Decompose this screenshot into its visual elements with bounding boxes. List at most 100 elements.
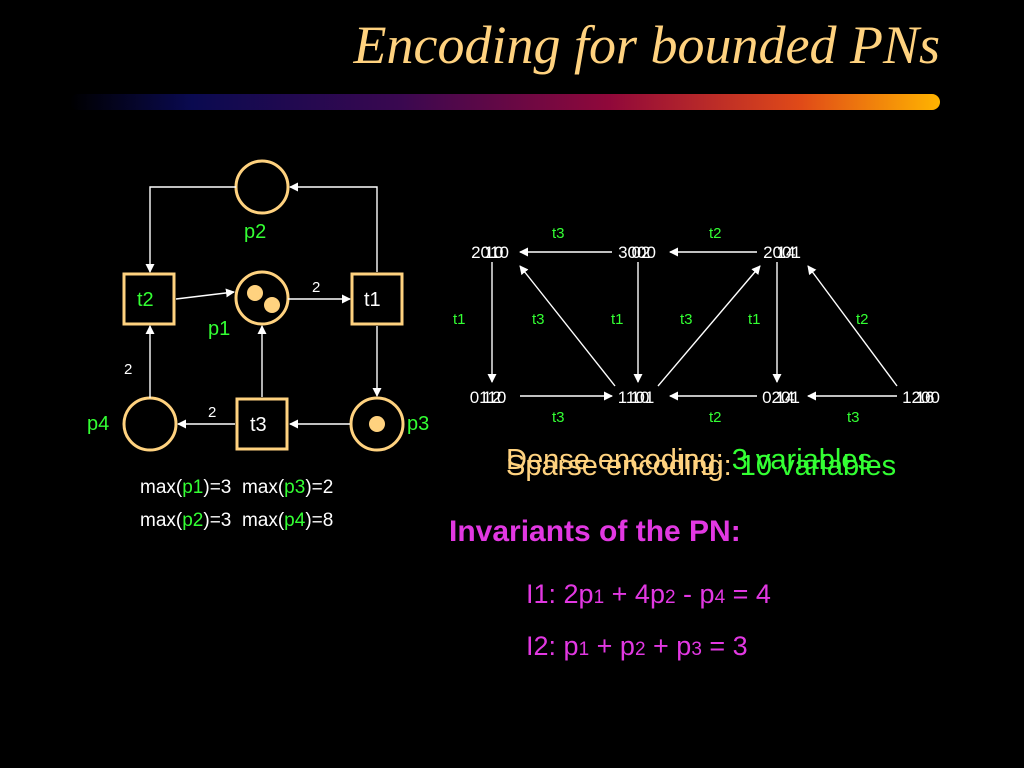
bounds-place: p2 [182,510,204,531]
invariant-subscript: 4 [714,587,726,608]
dense-encoding-value: 3 variables [731,444,872,476]
weight-p1-t1: 2 [312,279,320,296]
place-p1 [234,270,290,326]
label-p1: p1 [208,318,230,340]
bounds-text: max( [140,477,183,498]
dense-encoding-label: Dense encoding: [506,444,732,476]
edge-label-mid-6: t2 [856,311,869,328]
weight-t3-p4: 2 [208,404,216,421]
edge-label-bot-1: t3 [552,409,565,426]
invariant-term: p [563,631,579,661]
invariant-label: I2: [526,631,564,661]
invariant-i1: I1: 2p1 + 4p2 - p4 = 4 [526,579,771,610]
label-t3: t3 [250,414,267,436]
state-0110-dense: 0110 [470,388,507,407]
transition-t2 [122,272,176,326]
bounds-row-1: max(p1)=3 max(p3)=2 [140,477,333,499]
state-1200-sparse: 16 [916,388,935,407]
bounds-place: p1 [182,477,204,498]
state-1200-dense: 1200 [902,388,940,407]
reachability-edge-labels: t3 t2 t1 t3 t1 t3 t1 t2 t3 t2 t3 [453,225,869,426]
bounds-text: max( [140,510,183,531]
state-3000-sparse: 02 [632,243,651,262]
place-p4 [122,396,178,452]
sparse-encoding-value: 10 variables [739,450,897,482]
invariant-subscript: 1 [593,587,605,608]
state-2010-dense: 2010 [471,243,509,262]
invariant-i2: I2: p1 + p2 + p3 = 3 [526,631,748,662]
token-p1-b [264,297,280,313]
edge-label-bot-2: t2 [709,409,722,426]
edge-label-bot-3: t3 [847,409,860,426]
label-p3: p3 [407,413,429,435]
sparse-encoding-line: Sparse encoding: 10 variables [506,450,896,483]
invariant-term: 2p [563,579,594,609]
invariant-term: + p [589,631,635,661]
token-p1-a [247,285,263,301]
bounds-place: p4 [284,510,306,531]
state-2001-sparse: 14 [777,243,796,262]
arc-t2-p1 [175,288,235,300]
edge-label-top-t3: t3 [552,225,565,242]
bounds-text: max( [241,477,285,498]
invariant-term: - p [675,579,715,609]
bounds-text: max( [241,510,285,531]
slide-title: Encoding for bounded PNs [353,15,940,75]
edge-label-mid-5: t1 [748,311,761,328]
edge-label-mid-2: t3 [532,311,545,328]
arc-p2-t2 [145,186,236,273]
invariant-term: = 4 [725,579,771,609]
invariant-label: I1: [526,579,564,609]
dense-encoding-line: Dense encoding: 3 variables [506,444,872,477]
edge-label-mid-1: t1 [453,311,466,328]
edge-label-mid-3: t1 [611,311,624,328]
edge-1200-2001 [807,265,898,387]
invariant-subscript: 3 [691,639,702,660]
state-0201-dense: 0201 [762,388,800,407]
state-2010-sparse: 10 [485,243,504,262]
label-p4: p4 [87,413,109,435]
bounds-text: )=2 [305,477,334,498]
label-t2: t2 [137,289,154,311]
edge-label-mid-4: t3 [680,311,693,328]
edge-label-top-t2: t2 [709,225,722,242]
state-0110-sparse: 12 [483,388,502,407]
label-p2: p2 [244,221,266,243]
petri-arcs [145,182,382,429]
place-p3 [349,396,405,452]
invariant-term: + p [645,631,692,661]
arc-t1-p2 [289,182,378,272]
bounds-row-2: max(p2)=3 max(p4)=8 [140,510,333,532]
weight-p4-t2: 2 [124,361,132,378]
state-3000-dense: 3000 [618,243,656,262]
transition-t3 [235,397,289,451]
transition-t1 [350,272,404,326]
state-2001-dense: 2001 [763,243,801,262]
bounds-text: )=8 [305,510,334,531]
reachability-states: 2010 10 3000 02 2001 14 0110 12 1101 10 … [470,243,940,407]
bounds-text: )=3 [203,510,232,531]
invariant-term: = 3 [701,631,748,661]
petri-net [122,159,405,452]
label-t1: t1 [364,289,381,311]
state-1101-sparse: 10 [631,388,650,407]
tokens [247,285,385,432]
invariants-heading: Invariants of the PN: [449,515,741,548]
bounds-text: )=3 [203,477,232,498]
state-1101-dense: 1101 [618,388,655,407]
invariant-term: + 4p [604,579,665,609]
token-p3 [369,416,385,432]
bounds-place: p3 [284,477,306,498]
edge-1101-2010 [519,265,616,387]
invariant-subscript: 1 [578,639,590,660]
petri-labels: p2 p1 p4 p3 t2 t1 t3 2 2 2 [87,221,429,436]
sparse-encoding-label: Sparse encoding: [506,450,740,482]
place-p2 [234,159,290,215]
invariant-subscript: 2 [634,639,646,660]
title-underline-bar [70,94,940,110]
state-0201-sparse: 14 [776,388,795,407]
reachability-arcs [487,247,898,401]
invariant-subscript: 2 [664,587,676,608]
